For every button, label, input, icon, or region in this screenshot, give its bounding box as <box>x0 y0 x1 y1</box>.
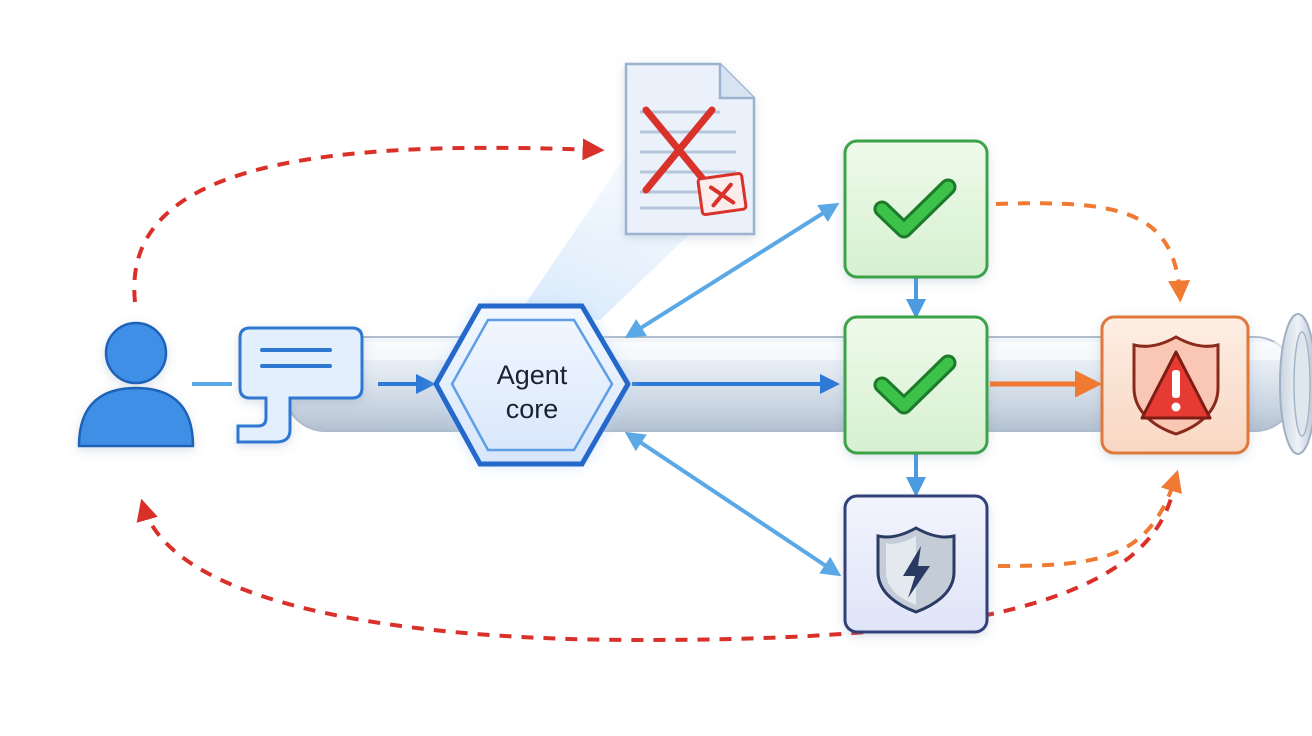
warning-shield-icon <box>1132 335 1220 436</box>
dashed-arrow-user-to-document <box>132 138 605 303</box>
dashed-arrow-alert-to-user <box>136 477 1177 643</box>
shield-lightning-icon <box>876 526 956 614</box>
bidirectional-arrow-core-top-check <box>624 202 840 339</box>
check-box-middle <box>843 315 989 455</box>
dashed-arrow-guard-to-alert <box>997 469 1182 568</box>
bidirectional-arrow-core-guard <box>624 431 842 577</box>
guard-box <box>843 494 989 634</box>
rejected-stamp-icon <box>696 172 748 216</box>
message-bubble-icon <box>236 326 364 444</box>
alert-box <box>1100 315 1250 455</box>
agent-core: Agent core <box>433 303 631 467</box>
check-box-top <box>843 139 989 279</box>
agent-core-label-line1: Agent <box>497 360 568 390</box>
agent-core-label-line2: core <box>506 394 559 424</box>
hexagon-core <box>433 303 631 467</box>
rejected-document-icon <box>624 62 756 236</box>
dashed-arrow-check-to-alert <box>995 201 1191 303</box>
user-icon <box>77 321 195 448</box>
